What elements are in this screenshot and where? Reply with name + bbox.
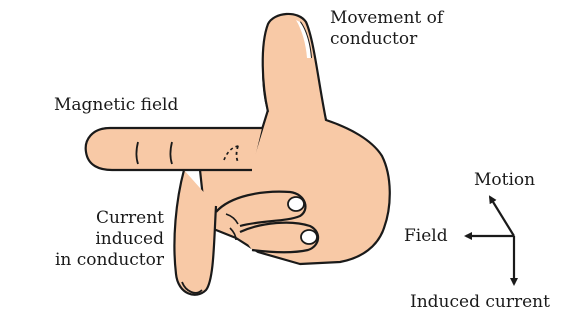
ring-finger-nail	[288, 197, 304, 211]
axes-key	[466, 197, 514, 284]
middle-finger-label-line-3: in conductor	[14, 250, 164, 271]
motion-label-text: Motion	[474, 170, 535, 190]
induced-current-label: Induced current	[410, 292, 550, 313]
middle-finger-label: Current induced in conductor	[14, 208, 164, 271]
middle-finger-label-line-1: Current	[14, 208, 164, 229]
field-label: Field	[404, 226, 448, 247]
axis-motion-arrow	[490, 197, 514, 236]
motion-label: Motion	[474, 170, 535, 191]
thumb	[263, 14, 326, 120]
middle-finger-label-line-2: induced	[14, 229, 164, 250]
forefinger	[86, 128, 262, 170]
thumb-label-line-2: conductor	[330, 29, 443, 50]
thumb-label: Movement of conductor	[330, 8, 443, 50]
forefinger-label: Magnetic field	[54, 95, 178, 116]
forefinger-label-text: Magnetic field	[54, 95, 178, 115]
induced-current-label-text: Induced current	[410, 292, 550, 312]
thumb-label-line-1: Movement of	[330, 8, 443, 29]
little-finger-nail	[301, 230, 317, 244]
field-label-text: Field	[404, 226, 448, 246]
